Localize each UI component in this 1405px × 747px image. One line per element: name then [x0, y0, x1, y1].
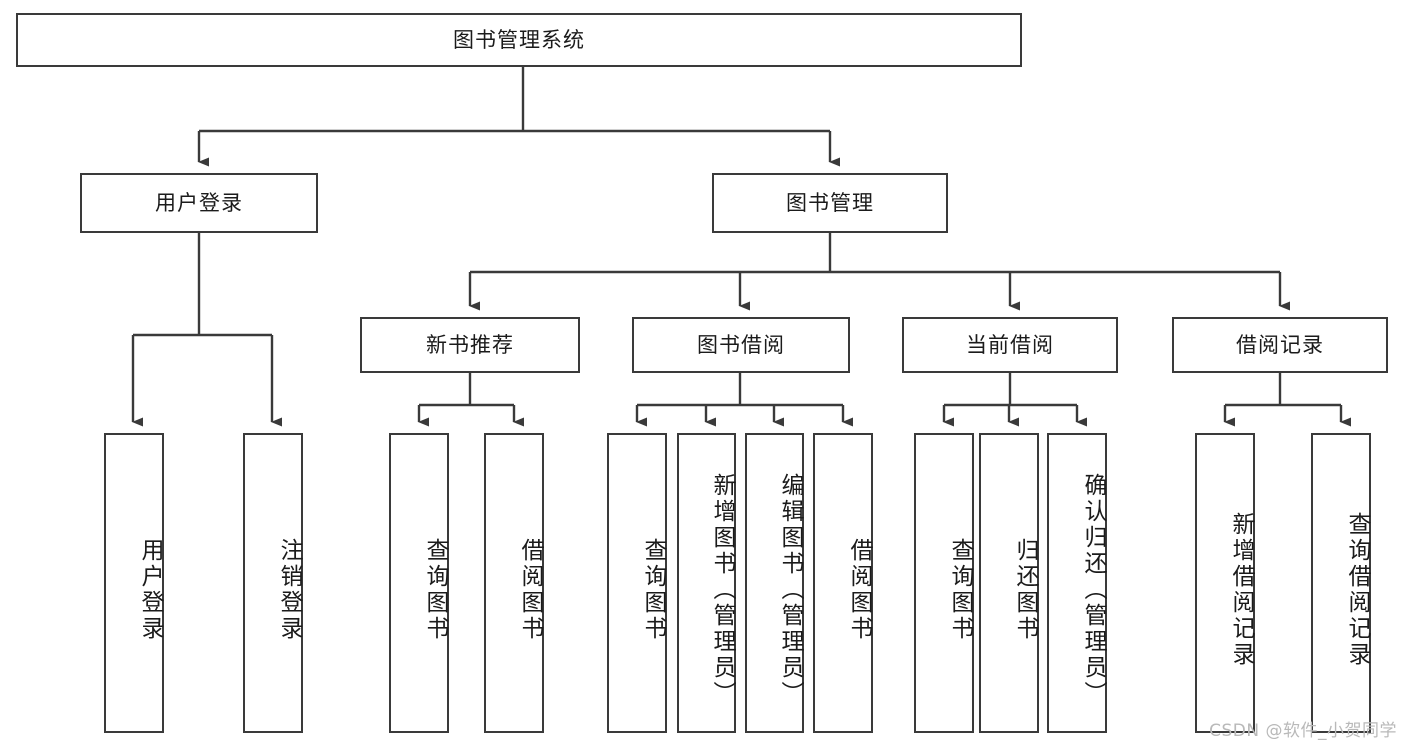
node-borrow-records[interactable]: 借阅记录	[1172, 317, 1388, 373]
leaf-borrow-books-recommendation[interactable]: 借阅图书	[484, 433, 544, 733]
node-label: 图书管理系统	[453, 27, 585, 52]
node-label: 用户登录	[137, 538, 163, 642]
leaf-logout[interactable]: 注销登录	[243, 433, 303, 733]
node-book-management[interactable]: 图书管理	[712, 173, 948, 233]
node-label: 注销登录	[276, 538, 302, 642]
leaf-query-books-recommendation[interactable]: 查询图书	[389, 433, 449, 733]
node-root-book-management-system[interactable]: 图书管理系统	[16, 13, 1022, 67]
node-label: 查询图书	[422, 538, 448, 642]
leaf-query-borrow-record[interactable]: 查询借阅记录	[1311, 433, 1371, 733]
leaf-query-books-current[interactable]: 查询图书	[914, 433, 974, 733]
leaf-add-borrow-record[interactable]: 新增借阅记录	[1195, 433, 1255, 733]
node-label: 查询借阅记录	[1344, 512, 1370, 668]
node-current-borrowing[interactable]: 当前借阅	[902, 317, 1118, 373]
node-label: 确认归还（管理员）	[1080, 473, 1106, 707]
node-new-book-recommendation[interactable]: 新书推荐	[360, 317, 580, 373]
node-label: 查询图书	[640, 538, 666, 642]
node-label: 图书借阅	[697, 332, 785, 357]
node-book-borrowing[interactable]: 图书借阅	[632, 317, 850, 373]
node-label: 用户登录	[155, 190, 243, 215]
node-label: 新书推荐	[426, 332, 514, 357]
node-label: 新增借阅记录	[1228, 512, 1254, 668]
leaf-query-books-borrowing[interactable]: 查询图书	[607, 433, 667, 733]
node-label: 编辑图书（管理员）	[777, 473, 803, 707]
leaf-borrow-books-borrowing[interactable]: 借阅图书	[813, 433, 873, 733]
watermark: CSDN @软件_小贺同学	[1209, 721, 1397, 741]
node-label: 新增图书（管理员）	[709, 473, 735, 707]
node-label: 借阅记录	[1236, 332, 1324, 357]
node-user-login[interactable]: 用户登录	[80, 173, 318, 233]
node-label: 归还图书	[1012, 538, 1038, 642]
leaf-edit-book-admin[interactable]: 编辑图书（管理员）	[745, 433, 804, 733]
node-label: 借阅图书	[846, 538, 872, 642]
node-label: 借阅图书	[517, 538, 543, 642]
node-label: 查询图书	[947, 538, 973, 642]
node-label: 图书管理	[786, 190, 874, 215]
leaf-user-login[interactable]: 用户登录	[104, 433, 164, 733]
node-label: 当前借阅	[966, 332, 1054, 357]
leaf-confirm-return-admin[interactable]: 确认归还（管理员）	[1047, 433, 1107, 733]
leaf-add-book-admin[interactable]: 新增图书（管理员）	[677, 433, 736, 733]
leaf-return-books[interactable]: 归还图书	[979, 433, 1039, 733]
